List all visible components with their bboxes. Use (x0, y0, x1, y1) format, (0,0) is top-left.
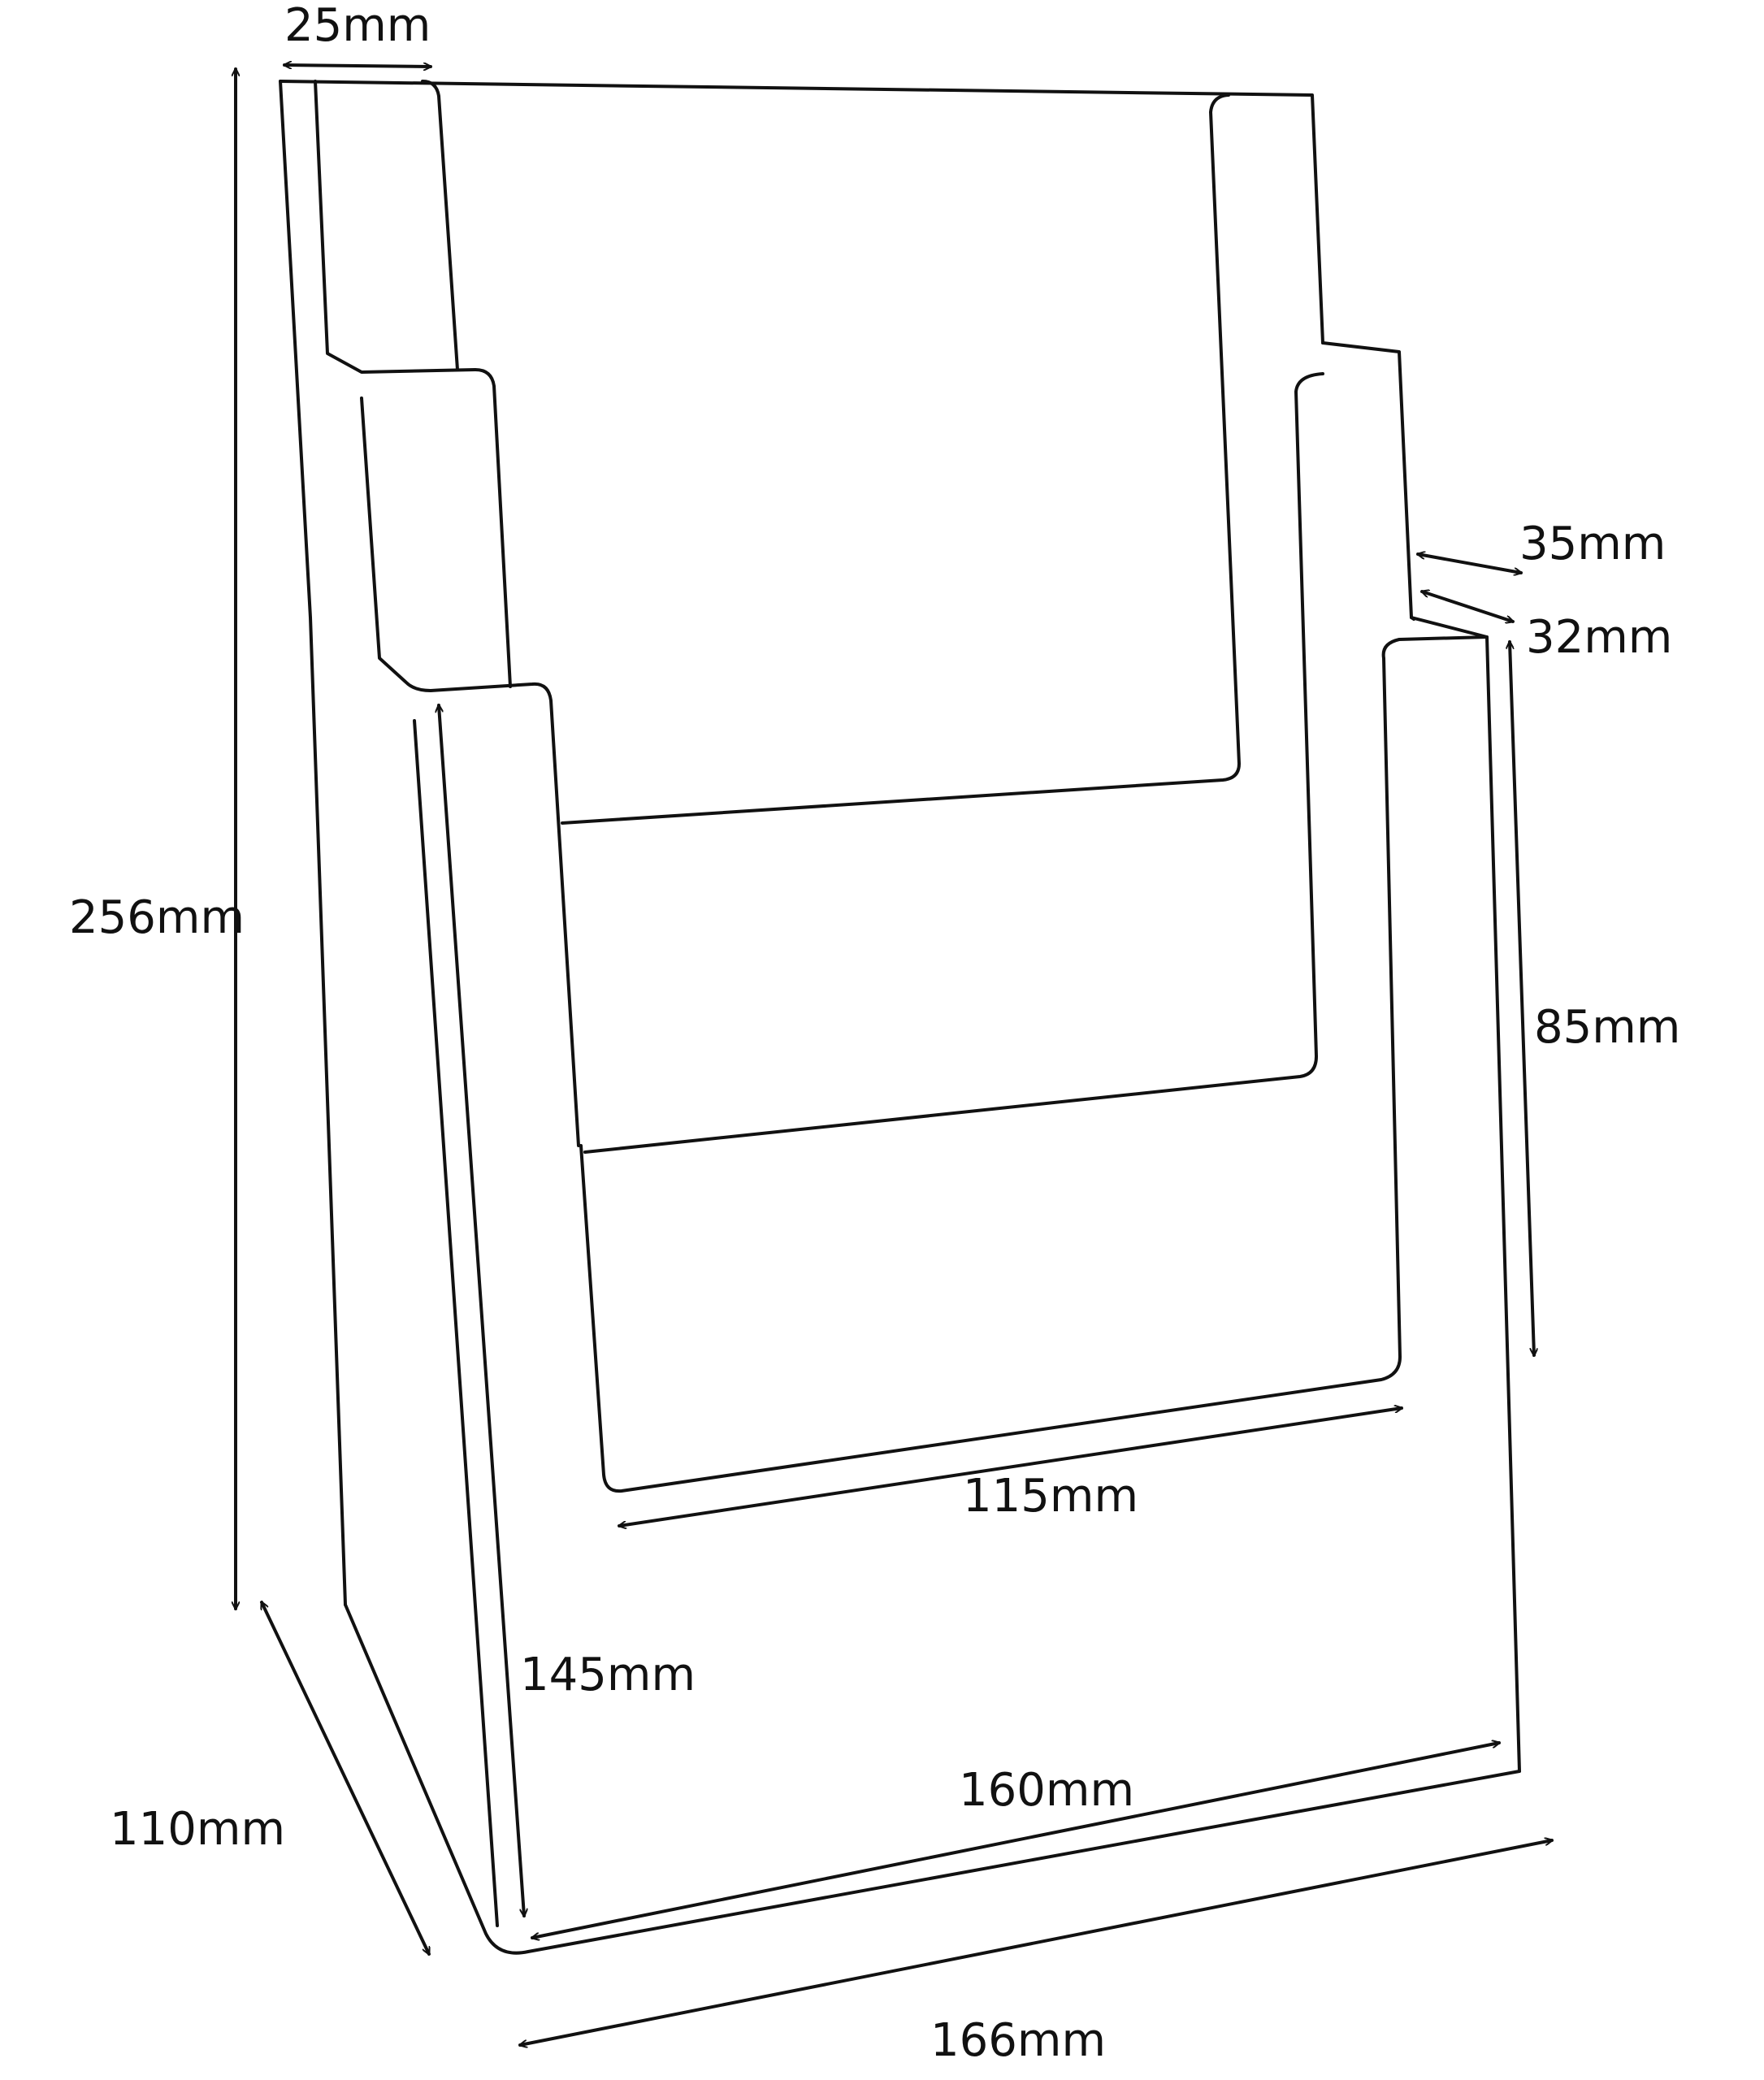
label-inner-width: 160mm (959, 1764, 1134, 1817)
label-step-32: 32mm (1526, 611, 1672, 664)
top-pocket-window (561, 93, 1241, 825)
dim-arrow-front-height (439, 704, 524, 1918)
label-front-height: 145mm (520, 1649, 696, 1701)
dim-arrow-base-width (518, 1840, 1554, 2045)
dim-arrow-step-32 (1422, 592, 1513, 622)
bottom-front-left (413, 719, 499, 1927)
label-pocket-width: 115mm (963, 1470, 1138, 1523)
right-step-lower (1410, 616, 1521, 1773)
label-step-35: 35mm (1519, 518, 1666, 570)
dim-arrow-pocket-width (618, 1408, 1403, 1526)
right-step-upper (1321, 341, 1415, 621)
dim-arrow-base-depth (260, 1602, 431, 1954)
label-pocket-height: 85mm (1534, 1001, 1680, 1054)
dim-arrow-top-depth (283, 65, 432, 67)
label-base-depth: 110mm (110, 1803, 285, 1856)
bottom-side-panel (579, 635, 1489, 1493)
dimension-labels: 25mm 256mm 35mm 32mm 85mm 115mm 145mm 16… (69, 0, 1680, 2067)
top-front-panel (314, 80, 512, 688)
middle-side-panel (583, 372, 1324, 1154)
dimension-lines (236, 65, 1554, 2045)
dim-arrow-pocket-height (1510, 640, 1534, 1357)
label-base-width: 166mm (930, 2014, 1106, 2067)
label-top-depth: 25mm (284, 0, 431, 52)
back-left-edge (279, 80, 347, 1606)
holder-outline (279, 80, 1521, 1955)
dim-arrow-step-35 (1416, 554, 1523, 573)
back-panel (279, 80, 1324, 344)
label-total-height: 256mm (69, 891, 245, 944)
middle-front-panel (360, 396, 580, 1147)
top-front-inner (421, 80, 459, 371)
